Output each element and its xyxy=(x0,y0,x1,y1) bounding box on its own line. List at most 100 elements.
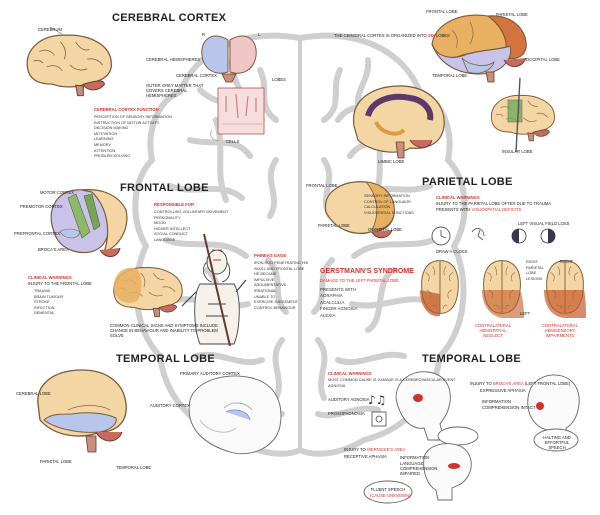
list-item: SOCIAL CONDUCT xyxy=(154,232,188,237)
receptive-aphasia-label: RECEPTIVE APHASIA xyxy=(344,454,387,459)
primary-auditory-label: PRIMARY AUDITORY CORTEX xyxy=(180,371,240,376)
list-item: STROKE xyxy=(34,300,50,305)
responsible-list: CONTROLLING VOLUNTARY MOVEMENT PERSONALI… xyxy=(154,210,228,244)
parietal-lesion-brains xyxy=(420,260,586,318)
list-item: DECISION MAKING xyxy=(94,126,129,131)
list-item: ALEXIA xyxy=(320,312,336,318)
auditory-cortex-head xyxy=(188,375,282,455)
list-item: CONTROL OF LANGUAGE xyxy=(364,199,411,204)
hemispatial-neglect-label: CONTRALATERAL HEMISPATIAL NEGLECT xyxy=(475,323,511,338)
frontal-changes-note: COMMON CLINICAL SIGNS AND SYMPTOMS INCLU… xyxy=(110,323,218,338)
auditory-cortex-label: AUDITORY CORTEX xyxy=(150,403,190,408)
information-label: INFORMATION xyxy=(400,455,429,460)
insular-lobe-image xyxy=(490,77,556,153)
prefrontal-cortex-label: PREFRONTAL CORTEX xyxy=(14,231,61,236)
hemisensory-label: CONTRALATERAL HEMISENSORY IMPAIRMENTS xyxy=(542,323,578,338)
cerebral-lobe-label: CEREBRAL LOBE xyxy=(16,391,51,396)
motor-cortex-label: MOTOR CORTEX xyxy=(40,190,75,195)
list-item: AGRAPHIA xyxy=(320,293,343,299)
list-item: VISUOSPATIAL FUNCTIONS xyxy=(364,210,414,215)
list-item: MOOD xyxy=(154,221,166,226)
brocas-area-highlight: BROCA'S AREA xyxy=(492,381,524,386)
temporal-lobe-brain-image xyxy=(37,369,127,453)
list-item: HE BECAME xyxy=(254,272,277,277)
cortex-function-header: CEREBRAL CORTEX FUNCTION xyxy=(94,107,159,112)
insular-lobe-label: INSULAR LOBE xyxy=(502,149,533,154)
wernicke-area-highlight: WERNICKE'S AREA xyxy=(366,447,406,452)
parietal-clinical-header: CLINICAL WARNINGS xyxy=(436,195,480,200)
list-item: ARGUMENTATIVE xyxy=(254,283,287,288)
title-cerebral-cortex: CEREBRAL CORTEX xyxy=(112,12,227,24)
list-item: LESIONS xyxy=(526,276,543,281)
brocas-head-image xyxy=(395,371,451,441)
organized-note: THE CEREBRAL CORTEX IS ORGANIZED INTO SI… xyxy=(334,33,450,39)
lobes-brain-image xyxy=(431,14,527,83)
parietal-clinical-line2: PRESENTS WITH VISUOSPATIAL DEFICITS xyxy=(436,207,521,213)
right-label: RIGHT xyxy=(560,259,574,264)
list-item: SKULL AND FRONTAL LOBE xyxy=(254,266,305,271)
occipital-lobe-label-tr: OCCIPITAL LOBE xyxy=(526,57,560,62)
draw-clock-label: DRAW A CLOCK xyxy=(436,249,468,254)
parietal-function-list: SENSORY INFORMATION CONTROL OF LANGUAGE … xyxy=(364,194,414,216)
left-label: LEFT xyxy=(520,311,531,316)
list-item: RIGHT xyxy=(526,260,538,264)
frontal-lobe-label-tr: FRONTAL LOBE xyxy=(426,9,458,14)
brocas-left-note: (LEFT FRONTAL LOBE) xyxy=(524,381,571,386)
comprehension-intact-label: COMPREHENSION INTACT xyxy=(482,405,536,410)
fluent-speech-head xyxy=(363,428,579,504)
parietal-occipital-label: OCCIPITAL LOBE xyxy=(368,227,402,232)
expressive-aphasia-label: EXPRESSIVE APHASIA xyxy=(480,388,526,393)
gerstmann-list: PRESENTS WITH AGRAPHIA ACALCULIA FINGER … xyxy=(320,287,358,319)
hemi-l-label: L xyxy=(258,32,261,37)
gerstmann-title: GERSTMANN'S SYNDROME xyxy=(320,268,414,275)
list-item: PERSONALITY xyxy=(154,215,181,220)
grey-matter-note: OUTER GREY MATTER THAT COVERS CEREBRAL H… xyxy=(146,83,204,98)
list-item: BRAIN TUMOUR xyxy=(34,294,64,299)
hemi-r-label: R xyxy=(202,32,206,37)
list-item: TRAUMA xyxy=(34,289,51,293)
temporal-lobe-label: TEMPORAL LOBE xyxy=(116,465,152,470)
list-item: LEARNING xyxy=(94,137,114,142)
brocas-injury-line: INJURY TO BROCA'S AREA (LEFT FRONTAL LOB… xyxy=(470,381,571,387)
list-item: PARIETAL xyxy=(526,265,544,270)
parietal-brain-image xyxy=(324,181,395,239)
list-item: AGNOSIA xyxy=(328,383,346,388)
auditory-agnosia-label: AUDITORY AGNOSIA xyxy=(328,397,370,402)
parietal-clinical-line1: INJURY TO THE PARIETAL LOBE OFTEN DUE TO… xyxy=(436,201,552,206)
temporal-parietal-label: PARIETAL LOBE xyxy=(40,459,72,464)
cerebrum-brain-image xyxy=(26,34,113,97)
list-item: DEMENTIA xyxy=(34,311,54,316)
fluent-cause-label: (CAUSE UNKNOWN) xyxy=(370,493,411,498)
phineas-list: IRON ROD PENETRATING HIS SKULL AND FRONT… xyxy=(254,261,308,311)
prosopagnosia-label: PROSOPAGNOSIA xyxy=(328,411,365,416)
list-item: INFECTION xyxy=(34,305,55,310)
organized-count: SIX xyxy=(427,33,435,38)
responsible-header: RESPONSIBLE FOR xyxy=(154,202,195,207)
frontal-clinical-header: CLINICAL WARNINGS xyxy=(28,275,72,280)
hemispheres-label: CEREBRAL HEMISPHERES xyxy=(146,57,201,62)
list-item: HIGHER INTELLECT xyxy=(154,226,191,231)
list-item: EXERCISE JUDGEMENT xyxy=(254,300,298,305)
list-item: LANGUAGE xyxy=(154,237,176,242)
wernicke-injury-prefix: INJURY TO xyxy=(344,447,366,452)
presents-with-text: PRESENTS WITH xyxy=(436,207,471,212)
brocas-area-label: BROCA'S AREA xyxy=(38,247,69,252)
comprehension-impaired-label: LANGUAGE COMPREHENSION IMPAIRED xyxy=(400,461,438,476)
limbic-lobe-image xyxy=(353,85,445,159)
list-item: FINGER AGNOSIA xyxy=(320,306,358,312)
visual-field-loss xyxy=(511,228,556,244)
parietal-lobe-label-tr: PARIETAL LOBE xyxy=(496,12,528,17)
list-item: UNABLE TO xyxy=(254,294,276,299)
list-item: MOTIVATION xyxy=(94,131,118,136)
lobes-label: LOBES xyxy=(272,77,286,82)
list-item: CALCULATION xyxy=(364,205,391,210)
cerebrum-label: CEREBRUM xyxy=(38,27,62,32)
phineas-header: PHINEAS GAGE xyxy=(254,253,287,258)
list-item: SENSORY INFORMATION xyxy=(364,194,410,198)
title-parietal-lobe: PARIETAL LOBE xyxy=(422,176,513,188)
organized-text: THE CEREBRAL CORTEX IS ORGANIZED INTO xyxy=(334,33,427,38)
temporal-lobe-label-tr: TEMPORAL LOBE xyxy=(432,73,468,78)
limbic-lobe-label: LIMBIC LOBE xyxy=(378,159,405,164)
